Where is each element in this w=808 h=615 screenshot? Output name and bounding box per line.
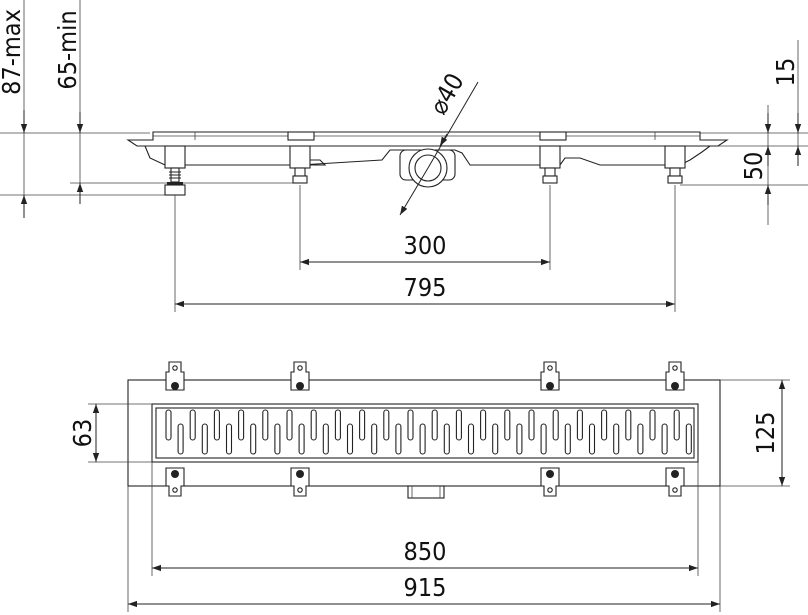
grate-slots bbox=[165, 409, 692, 455]
dim-frame-width: 125 bbox=[720, 379, 790, 487]
grate-slot bbox=[540, 423, 547, 455]
grate-slot bbox=[601, 409, 608, 441]
grate-slot bbox=[238, 409, 245, 441]
grate-slot bbox=[516, 423, 523, 455]
grate-slot bbox=[455, 409, 462, 441]
grate-slot bbox=[310, 409, 317, 441]
grate-slot bbox=[576, 409, 583, 441]
grate-slot bbox=[286, 409, 293, 441]
grate-slot bbox=[528, 409, 535, 441]
grate-slot bbox=[613, 423, 620, 455]
grate-slot bbox=[274, 423, 281, 455]
grate-slot bbox=[480, 409, 487, 441]
grate-slot bbox=[419, 423, 426, 455]
grate-slot bbox=[177, 423, 184, 455]
bracket bbox=[540, 361, 560, 391]
grate-slot bbox=[407, 409, 414, 441]
dim-grate-width: 63 bbox=[68, 403, 152, 463]
grate-slot bbox=[262, 409, 269, 441]
mounting-brackets bbox=[165, 361, 685, 497]
grate-slot bbox=[189, 409, 196, 441]
label-grate-length: 850 bbox=[404, 537, 447, 566]
dim-height-max: 87-max bbox=[0, 0, 28, 218]
label-frame-length: 915 bbox=[404, 573, 447, 602]
outlet-top bbox=[407, 485, 445, 499]
grate-slot bbox=[201, 423, 208, 455]
grate bbox=[151, 403, 699, 463]
grate-slot bbox=[346, 423, 354, 455]
grate-slot bbox=[661, 423, 668, 455]
dim-grate-thickness: 15 bbox=[764, 40, 802, 225]
bracket bbox=[290, 361, 310, 391]
grate-slot bbox=[431, 409, 438, 441]
label-height-min: 65-min bbox=[53, 10, 82, 89]
grate-slot bbox=[371, 423, 378, 455]
grate-slot bbox=[492, 423, 499, 455]
grate-slot bbox=[322, 423, 329, 455]
grate-slot bbox=[334, 409, 341, 441]
label-outlet-diameter: ⌀40 bbox=[424, 68, 470, 119]
grate-slot bbox=[673, 409, 680, 441]
label-frame-width: 125 bbox=[751, 412, 780, 455]
dim-leg-span: 795 bbox=[174, 185, 676, 312]
grate-slot bbox=[649, 409, 656, 441]
bracket bbox=[165, 467, 185, 497]
label-grate-thickness: 15 bbox=[771, 58, 800, 87]
dim-frame-length: 915 bbox=[127, 486, 721, 612]
side-view: 87-max 65-min bbox=[0, 0, 808, 312]
grate-slot bbox=[383, 409, 390, 441]
grate-slot bbox=[637, 423, 644, 455]
dim-grate-length: 850 bbox=[151, 462, 699, 576]
grate-slot bbox=[395, 423, 402, 455]
grate-slot bbox=[504, 409, 511, 441]
label-body-height: 50 bbox=[739, 152, 768, 181]
grate-slot bbox=[625, 409, 632, 441]
top-view: 63 125 850 915 bbox=[68, 361, 790, 612]
bracket bbox=[165, 361, 185, 391]
bracket bbox=[290, 467, 310, 497]
grate-slot bbox=[443, 423, 450, 455]
label-leg-spacing: 300 bbox=[404, 231, 447, 260]
grate-slot bbox=[564, 423, 571, 455]
dim-body-height: 50 bbox=[739, 152, 772, 205]
channel-body bbox=[126, 131, 729, 169]
grate-slot bbox=[213, 409, 220, 441]
grate-slot bbox=[165, 409, 172, 441]
grate-slot bbox=[685, 423, 692, 455]
bracket bbox=[665, 467, 685, 497]
label-leg-span: 795 bbox=[404, 273, 447, 302]
grate-slot bbox=[588, 423, 596, 455]
grate-slot bbox=[298, 423, 305, 455]
grate-slot bbox=[467, 423, 475, 455]
grate-slot bbox=[250, 423, 257, 455]
dim-leg-spacing: 300 bbox=[299, 185, 551, 270]
grate-slot bbox=[552, 409, 559, 441]
label-height-max: 87-max bbox=[0, 9, 26, 95]
adjustable-legs bbox=[164, 167, 683, 196]
grate-slot bbox=[225, 423, 233, 455]
label-grate-width: 63 bbox=[68, 419, 97, 448]
bracket bbox=[540, 467, 560, 497]
dim-height-min: 65-min bbox=[53, 0, 84, 204]
bracket bbox=[665, 361, 685, 391]
grate-slot bbox=[359, 409, 366, 441]
